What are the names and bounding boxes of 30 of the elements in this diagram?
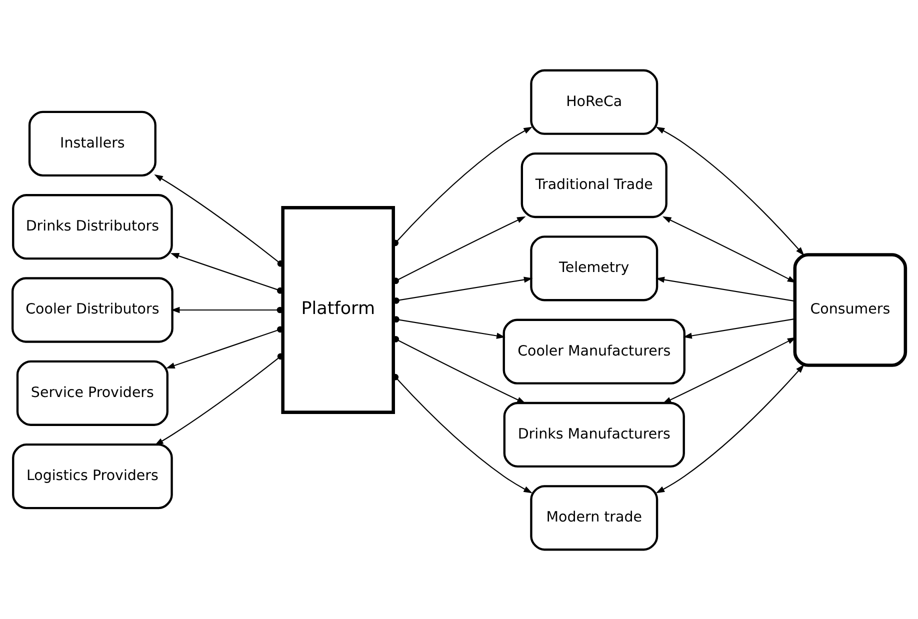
- arrow: [683, 318, 795, 338]
- arrow: [392, 373, 532, 493]
- arrow: [166, 326, 284, 368]
- arrow: [392, 216, 526, 284]
- arrow: [662, 336, 796, 404]
- node-box: HoReCa: [530, 68, 658, 134]
- arrow: [392, 335, 526, 404]
- node-box: Modern trade: [530, 484, 658, 550]
- arrow: [656, 126, 804, 256]
- arrow: [656, 364, 804, 493]
- node-box: Drinks Manufacturers: [503, 401, 685, 468]
- node-box: Installers: [28, 110, 156, 176]
- arrow: [170, 306, 284, 313]
- arrow: [170, 252, 284, 294]
- node-box: Drinks Distributors: [12, 194, 173, 260]
- arrow: [154, 174, 284, 266]
- arrow: [656, 276, 795, 302]
- node-box: Platform: [281, 206, 395, 414]
- arrow: [393, 276, 533, 304]
- node-box: Telemetry: [530, 235, 658, 301]
- node-box: Traditional Trade: [520, 152, 668, 218]
- node-box: Logistics Providers: [12, 442, 173, 509]
- arrow: [154, 352, 284, 445]
- arrow: [662, 216, 796, 282]
- arrow: [392, 126, 532, 246]
- arrow: [393, 316, 506, 338]
- node-box: Consumers: [793, 252, 908, 366]
- node-box: Service Providers: [16, 360, 168, 426]
- node-box: Cooler Distributors: [11, 276, 174, 342]
- node-box: Cooler Manufacturers: [502, 318, 686, 384]
